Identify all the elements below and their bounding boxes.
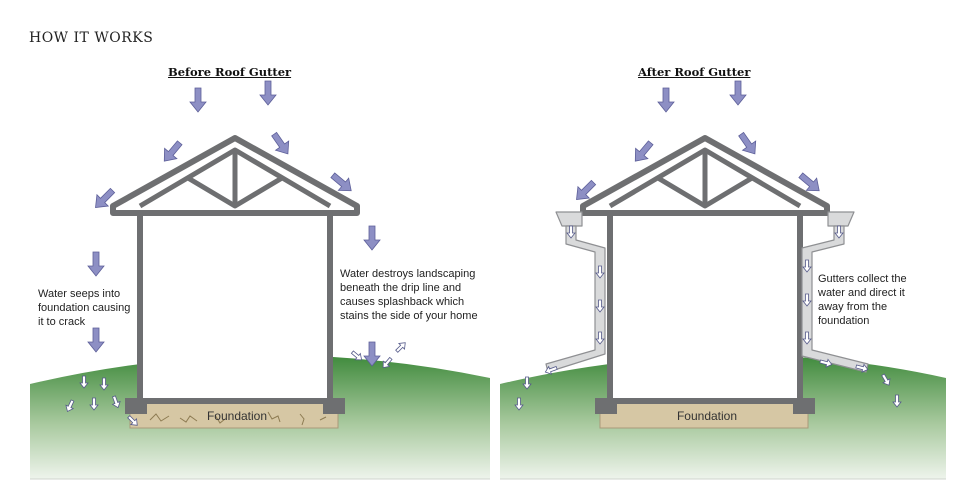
- after-panel-title: After Roof Gutter: [638, 65, 751, 79]
- before-foundation: [129, 401, 339, 429]
- left-downspout: [545, 225, 606, 373]
- before-foundation-label: Foundation: [206, 409, 268, 423]
- right-gutter: [827, 211, 855, 227]
- left-gutter: [555, 211, 583, 227]
- right-downspout: [801, 225, 869, 373]
- after-house-frame: [580, 135, 830, 414]
- after-foundation: [599, 401, 809, 429]
- after-panel: [500, 80, 946, 480]
- before-panel: [30, 80, 490, 480]
- before-house-frame: [110, 135, 360, 414]
- before-note-left: Water seeps into foundation causing it t…: [38, 288, 131, 328]
- after-foundation-label: Foundation: [676, 409, 738, 423]
- page-header: HOW IT WORKS: [29, 30, 154, 46]
- before-panel-title: Before Roof Gutter: [168, 65, 292, 79]
- before-note-right: Water destroys landscaping beneath the d…: [340, 268, 478, 322]
- after-note-right: Gutters collect the water and direct it …: [818, 273, 907, 327]
